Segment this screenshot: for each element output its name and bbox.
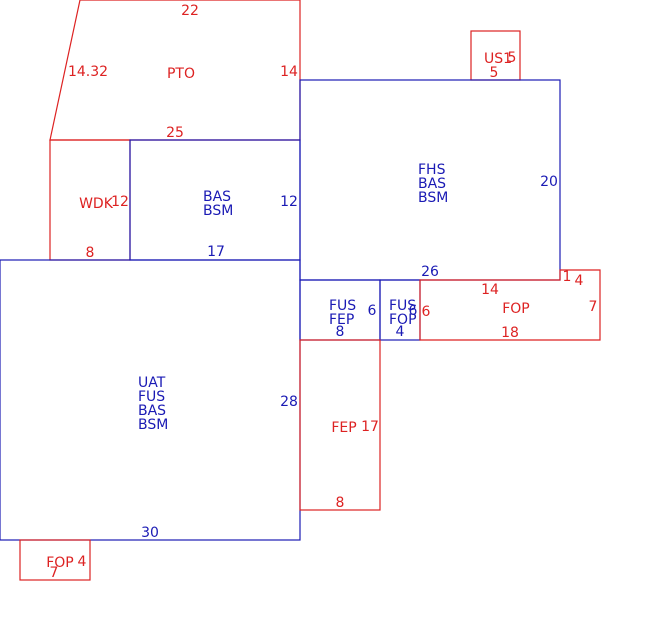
room-uat-right-dim: 28	[280, 394, 298, 410]
room-us1-tag: 5	[508, 50, 517, 66]
room-uat-label-2: FUS	[138, 389, 165, 405]
room-fhs-label-3: BSM	[418, 190, 448, 206]
room-fep-outline	[299, 339, 381, 511]
room-fep-right-dim: 17	[361, 419, 379, 435]
room-fop-small-outline	[19, 539, 91, 581]
room-fep-label: FEP	[331, 420, 356, 436]
room-fop-right-step-dim-b: 4	[575, 273, 584, 289]
room-wdk: WDK 12 8	[49, 139, 131, 261]
room-fhs: FHS BAS BSM 20 26	[299, 79, 561, 281]
room-fop-right-step-dim-a: 1	[563, 269, 572, 285]
room-uat-label-4: BSM	[138, 417, 168, 433]
room-pto-top-dim: 22	[181, 3, 199, 19]
room-us1: US1 5 5	[470, 30, 521, 81]
room-fus-fep-right-dim: 6	[368, 303, 377, 319]
room-fus-fop-bottom-dim: 4	[396, 324, 405, 340]
room-fus-fop-label-1: FUS	[389, 298, 416, 314]
room-fep: FEP 17 8	[299, 339, 381, 511]
room-pto-right-dim: 14	[280, 64, 298, 80]
room-uat-label-3: BAS	[138, 403, 166, 419]
room-fop-right-left-dim: 6	[422, 304, 431, 320]
room-uat-label-1: UAT	[138, 375, 166, 391]
room-bas-label-2: BSM	[203, 203, 233, 219]
room-pto: 22 14.32 PTO 14 25	[49, 0, 301, 141]
room-fus-fep: FUS FEP 6 8	[299, 279, 381, 341]
room-fhs-right-dim: 20	[540, 174, 558, 190]
room-fus-fop-right-dim: 6	[409, 303, 418, 319]
room-fop-small-right-dim: 4	[78, 554, 87, 570]
room-pto-label: PTO	[167, 66, 195, 82]
room-bas-bottom-dim: 17	[207, 244, 225, 260]
room-fop-right-top-dim: 14	[481, 282, 499, 298]
room-us1-bottom-dim: 5	[490, 65, 499, 81]
room-wdk-label: WDK	[79, 196, 114, 212]
room-fep-bottom-dim: 8	[336, 495, 345, 511]
room-uat-bottom-dim: 30	[141, 525, 159, 541]
room-fop-right: 14 1 4 6 FOP 7 18	[419, 269, 601, 341]
room-fop-right-bottom-dim: 18	[501, 325, 519, 341]
room-fus-fep-label-1: FUS	[329, 298, 356, 314]
room-fop-right-label: FOP	[502, 301, 530, 317]
room-wdk-bottom-dim: 8	[86, 245, 95, 261]
room-uat: UAT FUS BAS BSM 28 30	[0, 259, 301, 541]
room-fus-fop-label-2: FOP	[389, 312, 417, 328]
room-fus-fep-label-2: FEP	[329, 312, 354, 328]
room-fhs-bottom-dim: 26	[421, 264, 439, 280]
room-pto-bottom-dim: 25	[166, 125, 184, 141]
room-fop-small-label: FOP	[46, 555, 74, 571]
room-bas-label-1: BAS	[203, 189, 231, 205]
room-wdk-right-dim: 12	[111, 194, 129, 210]
room-fus-fep-bottom-dim: 8	[336, 324, 345, 340]
room-fhs-label-1: FHS	[418, 162, 446, 178]
room-fop-right-outline	[419, 269, 601, 341]
room-fop-small-bottom-dim: 7	[50, 565, 59, 581]
room-us1-label: US1	[484, 51, 512, 67]
room-pto-left-dim: 14.32	[68, 64, 108, 80]
room-fhs-label-2: BAS	[418, 176, 446, 192]
room-fop-small: FOP 4 7	[19, 539, 91, 581]
room-bas: BAS BSM 12 17	[129, 139, 301, 261]
room-fop-right-right-dim: 7	[589, 299, 598, 315]
room-bas-right-dim: 12	[280, 194, 298, 210]
room-fus-fop: FUS FOP 6 4	[379, 279, 421, 341]
